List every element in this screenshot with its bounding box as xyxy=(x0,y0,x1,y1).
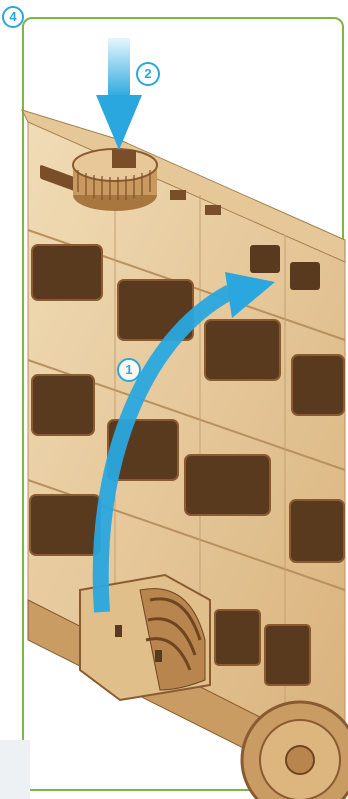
step-number-badge: 4 xyxy=(2,6,24,28)
push-down-arrow xyxy=(96,38,142,150)
roof-knob xyxy=(73,149,157,211)
callout-1-badge: 1 xyxy=(117,358,141,382)
callout-2-badge: 2 xyxy=(136,62,160,86)
